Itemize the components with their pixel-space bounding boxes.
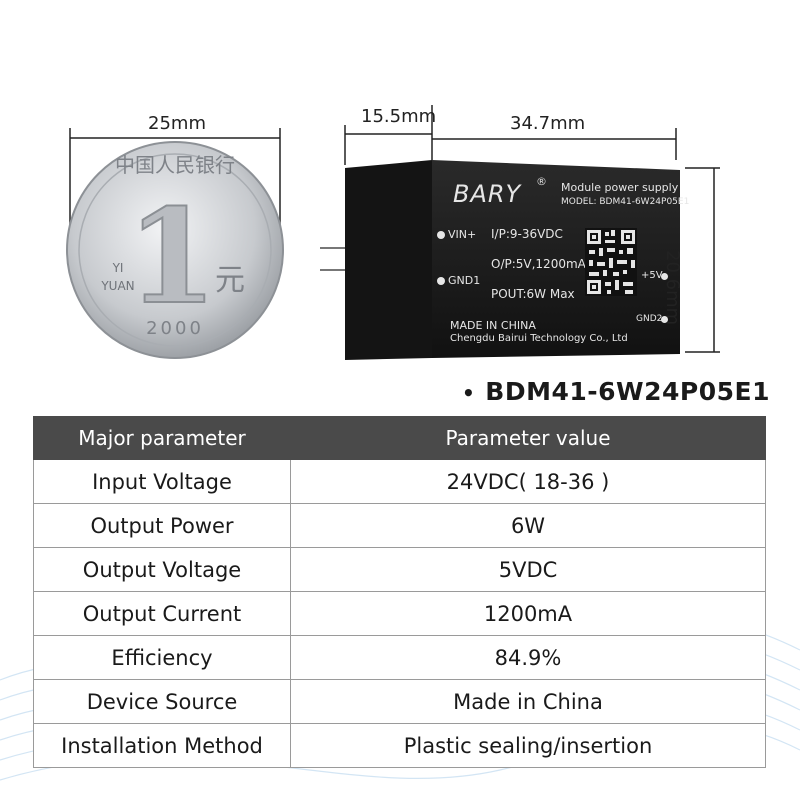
pin-vin-dot xyxy=(437,231,445,239)
table-row: Output Power 6W xyxy=(33,503,766,548)
param-value: 84.9% xyxy=(290,635,766,680)
module-power-spec: POUT:6W Max xyxy=(491,287,575,301)
module-front-face xyxy=(432,160,680,358)
pin-gnd1-dot xyxy=(437,277,445,285)
param-name: Output Voltage xyxy=(33,547,291,592)
module-model-small: MODEL: BDM41-6W24P05E1 xyxy=(561,197,690,207)
table-header-row: Major parameter Parameter value xyxy=(33,416,766,460)
coin-width-label: 25mm xyxy=(148,113,206,134)
spec-table: Major parameter Parameter value Input Vo… xyxy=(33,416,766,768)
coin-year: 2000 xyxy=(146,318,204,339)
coin-pinyin-1: YI xyxy=(112,261,124,275)
param-value: Made in China xyxy=(290,679,766,724)
coin-numeral: 1 xyxy=(127,180,217,333)
module-brand: BARY xyxy=(453,180,522,208)
table-row: Device Source Made in China xyxy=(33,679,766,724)
pin-gnd2-label: GND2 xyxy=(636,314,663,324)
coin-hanzi: 元 xyxy=(215,263,245,298)
param-name: Installation Method xyxy=(33,723,291,768)
param-name: Device Source xyxy=(33,679,291,724)
table-row: Output Current 1200mA xyxy=(33,591,766,636)
module-input-spec: I/P:9-36VDC xyxy=(491,227,563,241)
module-title: Module power supply xyxy=(561,181,679,194)
qr-code-icon xyxy=(585,228,637,296)
table-row: Installation Method Plastic sealing/inse… xyxy=(33,723,766,768)
pin-vin-label: VIN+ xyxy=(448,228,477,241)
module-output-spec: O/P:5V,1200mA xyxy=(491,257,586,271)
param-name: Efficiency xyxy=(33,635,291,680)
pin-gnd2-dot xyxy=(661,316,668,323)
param-value: 5VDC xyxy=(290,547,766,592)
coin-top-text: 中国人民银行 xyxy=(115,153,235,177)
module-made-in: MADE IN CHINA xyxy=(450,319,536,332)
model-label: • BDM41-6W24P05E1 xyxy=(462,377,770,406)
header-parameter-value: Parameter value xyxy=(290,416,766,460)
model-text: BDM41-6W24P05E1 xyxy=(485,377,770,406)
module-brand-mark: ® xyxy=(536,175,547,188)
module-length-label: 34.7mm xyxy=(510,113,586,134)
param-value: Plastic sealing/insertion xyxy=(290,723,766,768)
pin-gnd1-label: GND1 xyxy=(448,274,481,287)
header-major-parameter: Major parameter xyxy=(33,416,291,460)
coin-image: 中国人民银行 1 YI YUAN 元 2000 xyxy=(66,141,284,359)
module-maker: Chengdu Bairui Technology Co., Ltd xyxy=(450,333,628,344)
module-side-face xyxy=(345,160,432,360)
model-bullet: • xyxy=(462,381,476,405)
param-value: 24VDC( 18-36 ) xyxy=(290,459,766,504)
param-name: Output Current xyxy=(33,591,291,636)
param-name: Input Voltage xyxy=(33,459,291,504)
param-name: Output Power xyxy=(33,503,291,548)
table-row: Output Voltage 5VDC xyxy=(33,547,766,592)
module-dimension-lines xyxy=(344,105,720,353)
product-illustration: 中国人民银行 1 YI YUAN 元 2000 xyxy=(66,105,720,360)
param-value: 1200mA xyxy=(290,591,766,636)
coin-pinyin-2: YUAN xyxy=(100,279,134,293)
module-pins xyxy=(320,247,346,271)
table-row: Efficiency 84.9% xyxy=(33,635,766,680)
pin-5v-dot xyxy=(661,273,668,280)
table-row: Input Voltage 24VDC( 18-36 ) xyxy=(33,459,766,504)
module-height-label: 20.6mm xyxy=(662,250,683,326)
pin-offset-label: 15.5mm xyxy=(361,106,437,127)
pin-5v-label: +5V xyxy=(641,270,663,281)
param-value: 6W xyxy=(290,503,766,548)
